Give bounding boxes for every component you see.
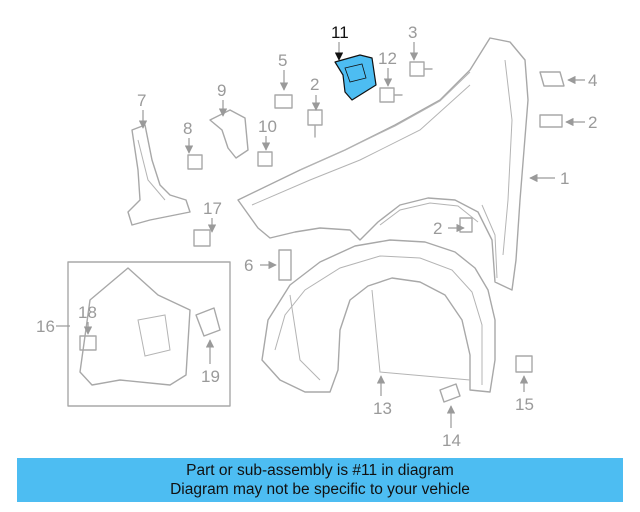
callout-3: 3: [408, 23, 417, 42]
fasteners: [79, 61, 565, 403]
callout-7: 7: [137, 91, 146, 110]
callout-1: 1: [560, 169, 569, 188]
callout-14: 14: [442, 431, 461, 450]
callout-19: 19: [201, 367, 220, 386]
callout-10: 10: [258, 117, 277, 136]
callout-15: 15: [515, 395, 534, 414]
callout-6: 6: [244, 256, 253, 275]
callout-8: 8: [183, 119, 192, 138]
bracket-part-7: [127, 124, 191, 226]
highlighted-bracket-part-11: [334, 54, 377, 101]
callout-5: 5: [278, 51, 287, 70]
info-banner: Part or sub-assembly is #11 in diagram D…: [17, 458, 623, 502]
callout-labels: 11 1 2 2 2 3 4 5 6 7 8 9 10 12 13 14 15 …: [36, 23, 597, 450]
banner-line-2: Diagram may not be specific to your vehi…: [170, 481, 470, 498]
splash-shield-box-part-16: [67, 261, 231, 407]
callout-16: 16: [36, 317, 55, 336]
callout-2b: 2: [588, 113, 597, 132]
callout-9: 9: [217, 81, 226, 100]
wheel-liner-part-13: [261, 239, 496, 393]
leader-lines: [56, 42, 585, 428]
callout-4: 4: [588, 71, 597, 90]
bracket-part-9: [209, 109, 249, 159]
fender-part-1: [237, 37, 529, 291]
callout-12: 12: [378, 49, 397, 68]
callout-2c: 2: [433, 219, 442, 238]
banner-line-1: Part or sub-assembly is #11 in diagram: [186, 462, 454, 479]
callout-11: 11: [331, 23, 349, 42]
callout-17: 17: [203, 199, 222, 218]
callout-13: 13: [373, 399, 392, 418]
callout-2a: 2: [310, 75, 319, 94]
callout-18: 18: [78, 303, 97, 322]
